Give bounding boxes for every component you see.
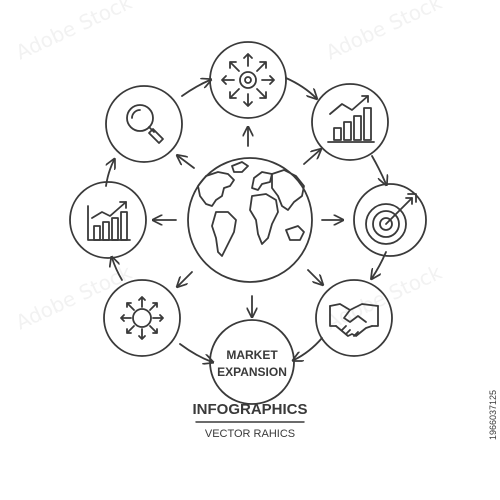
arrow-target-to-handshake [372, 251, 387, 278]
watermark-layer: Adobe Stock Adobe Stock Adobe Stock Adob… [12, 0, 446, 335]
growth-chart-icon [311, 83, 389, 161]
north-america-shape [197, 171, 235, 207]
distribution-icon [209, 41, 287, 119]
arrow-handshake-to-label [294, 337, 323, 360]
globe-arrows [154, 128, 342, 316]
arrow-dollar-to-label [179, 343, 212, 362]
watermark-text: Adobe Stock [322, 260, 446, 335]
stock-id: 1966037125 [488, 390, 498, 440]
arrow-barchart-to-search [105, 160, 114, 187]
target-icon [353, 183, 427, 257]
market-expansion-circle [209, 319, 295, 405]
center-label-line1: MARKET [226, 348, 278, 362]
europe-shape [251, 171, 273, 191]
south-america-shape [211, 211, 237, 257]
magnifier-icon [105, 85, 183, 163]
greenland-shape [231, 161, 249, 173]
center-label-line2: EXPANSION [217, 365, 287, 379]
cycle-arrows [105, 77, 387, 362]
globe-icon [187, 157, 313, 283]
footer-title: INFOGRAPHICS [192, 401, 307, 418]
dollar-network-icon [103, 279, 181, 357]
arrow-chart-to-target [371, 155, 386, 184]
africa-shape [249, 193, 279, 245]
arrow-distribution-to-chart [285, 77, 316, 98]
arrow-globe-upright [303, 150, 320, 165]
watermark-text: Adobe Stock [12, 0, 136, 65]
arrow-globe-upleft [178, 156, 195, 169]
watermark-text: Adobe Stock [322, 0, 446, 65]
handshake-icon [315, 279, 393, 357]
bar-chart-icon [69, 181, 147, 259]
arrow-globe-downleft [178, 271, 193, 286]
arrow-dollar-to-barchart [112, 258, 123, 281]
footer-subtitle: VECTOR RAHICS [205, 428, 295, 440]
arrow-globe-downright [307, 269, 322, 284]
asia-shape [271, 169, 305, 211]
australia-shape [285, 225, 305, 241]
arrow-search-to-distribution [181, 80, 210, 97]
